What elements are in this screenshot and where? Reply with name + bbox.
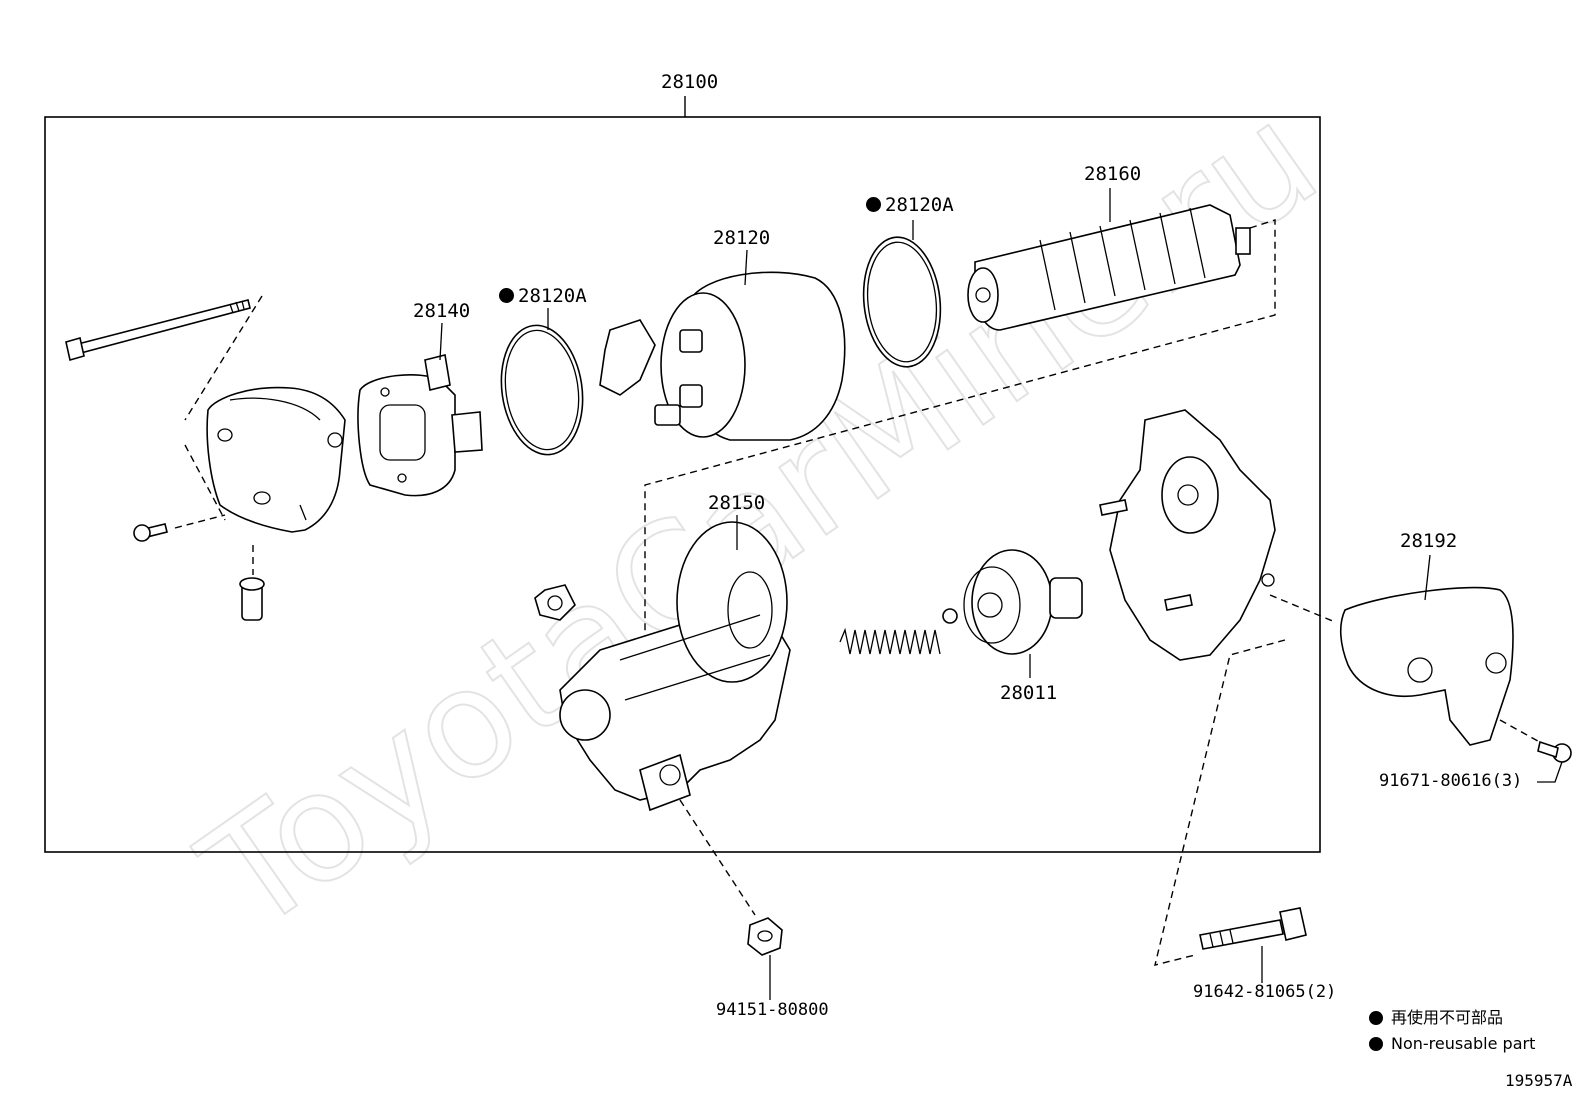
drive-housing-part: [1099, 409, 1276, 661]
flange-bolt-part: [1199, 907, 1307, 950]
non-reusable-legend-icon: [1369, 1011, 1383, 1025]
lower-dash: [1154, 639, 1286, 966]
non-reusable-marker-icon: [499, 288, 514, 303]
label-91642: 91642-81065(2): [1193, 982, 1337, 1002]
label-28100: 28100: [661, 71, 719, 93]
bracket-bolt-leader: [1537, 761, 1563, 783]
non-reusable-legend-icon: [1369, 1037, 1383, 1051]
label-28120a-top: 28120A: [866, 196, 954, 215]
brush-holder-part: [357, 354, 483, 497]
drive-housing-dash: [1269, 594, 1336, 623]
label-28150: 28150: [708, 492, 766, 514]
bracket-part: [1339, 586, 1514, 746]
grommet-part: [239, 577, 265, 621]
end-frame-part: [206, 386, 346, 533]
end-frame-dash-b: [174, 514, 226, 529]
label-28140-leader: [439, 322, 443, 361]
armature-part: [967, 204, 1251, 331]
steel-ball: [942, 608, 958, 624]
label-28120a-top-text: 28120A: [885, 194, 954, 216]
starter-clutch-part: [963, 549, 1083, 655]
label-28160: 28160: [1084, 163, 1142, 185]
label-28140: 28140: [413, 300, 471, 322]
through-bolt-part: [65, 299, 251, 362]
small-screw-part: [133, 523, 168, 542]
label-28120: 28120: [713, 227, 771, 249]
non-reusable-marker-icon: [866, 197, 881, 212]
legend-en-text: Non-reusable part: [1391, 1034, 1536, 1053]
label-28120a-left-text: 28120A: [518, 285, 587, 307]
label-28192: 28192: [1400, 530, 1458, 552]
legend-jp-text: 再使用不可部品: [1391, 1008, 1504, 1027]
bolt-dash: [184, 295, 263, 421]
yoke-part: [599, 271, 846, 441]
bracket-leader: [1424, 554, 1431, 601]
nut-top-part: [534, 584, 576, 621]
label-91671: 91671-80616(3): [1379, 771, 1523, 791]
label-28120a-left: 28120A: [499, 287, 587, 306]
diagram-id: 195957A: [1505, 1071, 1573, 1090]
terminal-dash: [679, 799, 756, 916]
starter-housing-part: [559, 521, 791, 812]
legend-en: Non-reusable part: [1369, 1036, 1535, 1052]
o-ring-right-inner: [866, 241, 938, 363]
label-94151: 94151-80800: [716, 1000, 829, 1020]
o-ring-right: [862, 236, 942, 368]
label-28011: 28011: [1000, 682, 1058, 704]
assembly-frame: [44, 116, 1321, 853]
nut-bottom-part: [747, 917, 783, 956]
end-frame-dash-a: [184, 444, 226, 521]
o-ring-left-inner: [504, 329, 580, 451]
bracket-bolt-part: [1537, 740, 1572, 763]
o-ring-left: [500, 324, 584, 456]
bracket-bolt-dash: [1499, 719, 1546, 746]
label-28120-leader: [744, 249, 748, 286]
spring-part: [839, 627, 941, 655]
legend-jp: 再使用不可部品: [1369, 1010, 1503, 1026]
